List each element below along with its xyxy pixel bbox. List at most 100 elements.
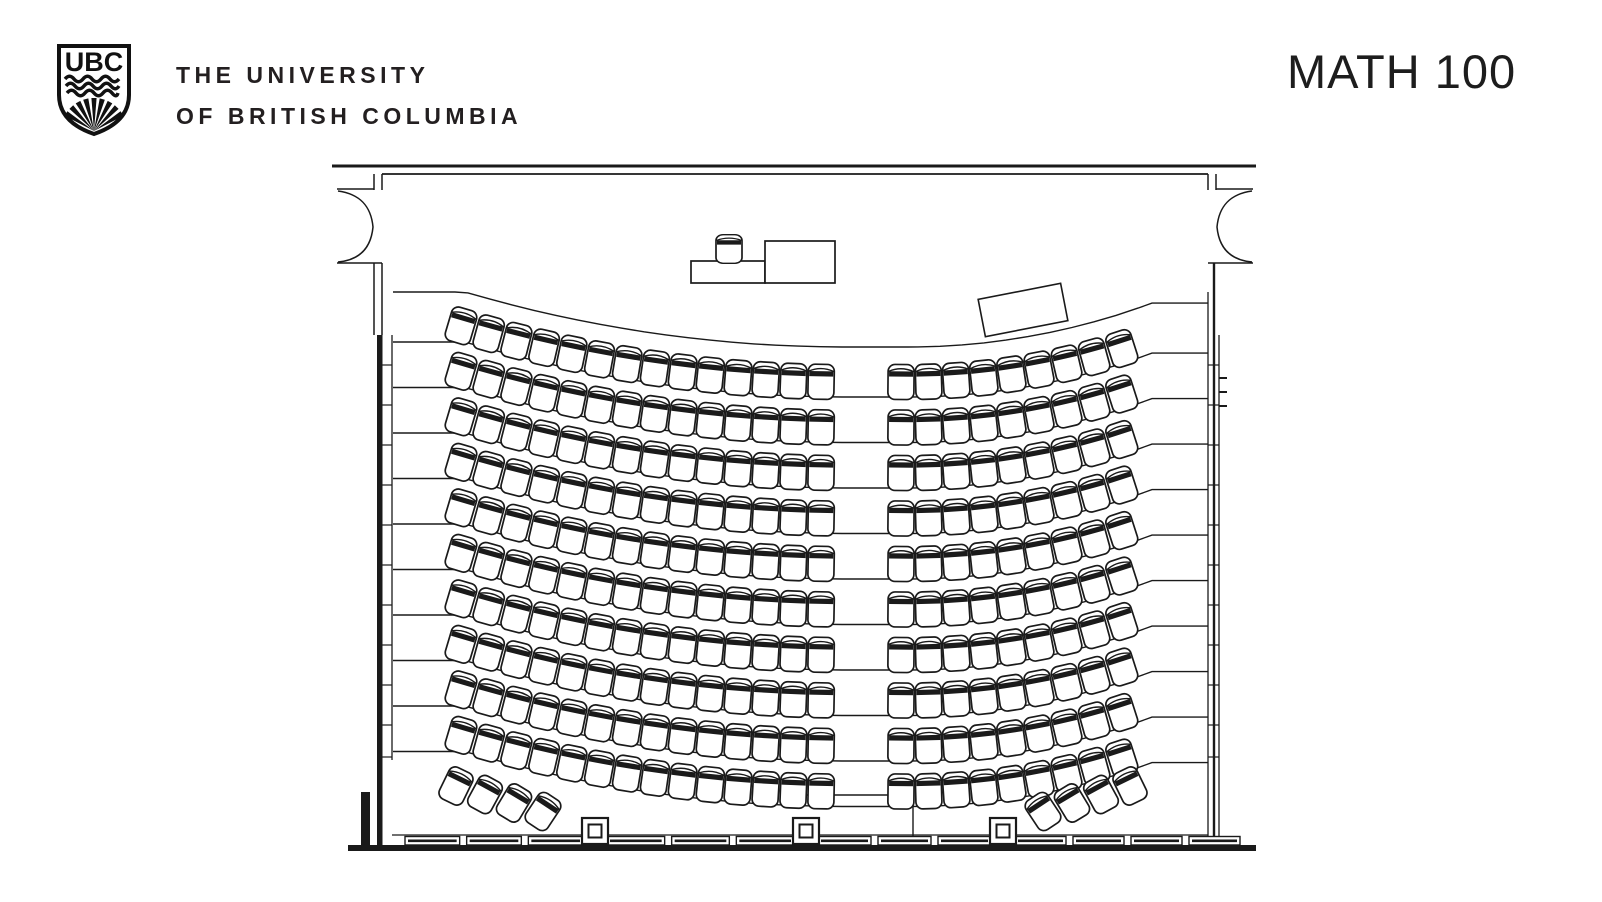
seat <box>1023 714 1055 753</box>
seat <box>996 583 1027 621</box>
seat <box>612 436 643 475</box>
seat <box>584 385 616 424</box>
seat <box>915 455 942 491</box>
seat <box>942 726 970 763</box>
seat <box>808 410 835 445</box>
seat <box>808 592 835 627</box>
seat <box>915 773 942 809</box>
seat <box>888 501 914 536</box>
seat <box>969 405 999 443</box>
seat <box>640 349 671 387</box>
seat <box>556 744 589 784</box>
seat <box>996 537 1027 575</box>
seat <box>888 774 914 809</box>
seat <box>584 476 616 515</box>
seat <box>724 405 753 442</box>
seat <box>724 632 753 669</box>
seat <box>612 618 643 657</box>
column-inner <box>995 823 1011 839</box>
left-seating-bank <box>437 305 835 833</box>
seat <box>1023 577 1055 616</box>
seat <box>584 613 616 652</box>
seat <box>780 727 807 763</box>
chalkboard-wall <box>404 835 1241 846</box>
course-title: MATH 100 <box>1287 45 1517 98</box>
seat <box>942 771 970 808</box>
seat <box>612 709 643 748</box>
instructor-desk <box>690 260 766 284</box>
seat <box>996 628 1027 666</box>
seat <box>584 567 616 606</box>
seat <box>724 769 753 806</box>
seat <box>696 356 725 393</box>
seat <box>752 543 780 579</box>
seat <box>942 635 970 672</box>
instructor-station <box>690 235 836 284</box>
seat <box>584 658 616 697</box>
seat <box>556 425 589 465</box>
seat <box>612 345 643 384</box>
seat <box>640 577 671 615</box>
seat <box>915 637 942 673</box>
seat <box>1023 395 1055 434</box>
seat <box>808 683 835 718</box>
seat <box>584 749 616 788</box>
seat <box>612 663 643 702</box>
seat <box>969 587 999 625</box>
seat <box>752 725 780 761</box>
seat <box>612 481 643 520</box>
ubc-sun-rays-icon <box>64 98 124 131</box>
seat <box>696 447 725 484</box>
seat <box>752 771 780 807</box>
seat <box>612 572 643 611</box>
seat <box>780 682 807 718</box>
seat <box>808 774 835 809</box>
seat <box>1023 486 1055 525</box>
seat <box>668 626 698 664</box>
seat <box>969 632 999 670</box>
structural-columns <box>580 816 1018 846</box>
seat <box>696 675 725 712</box>
seat <box>724 496 753 533</box>
seat <box>668 490 698 528</box>
seat <box>752 361 780 397</box>
seat <box>996 765 1027 803</box>
seat <box>640 668 671 706</box>
seat <box>752 498 780 534</box>
seat <box>556 334 589 374</box>
seat <box>696 493 725 530</box>
seat <box>556 607 589 647</box>
column-inner <box>587 823 603 839</box>
seat <box>724 359 753 396</box>
seat <box>969 769 999 807</box>
seat <box>969 723 999 761</box>
seat <box>696 402 725 439</box>
seat <box>556 562 589 602</box>
seat <box>780 636 807 672</box>
seat <box>780 773 807 809</box>
seat <box>780 545 807 581</box>
seat <box>915 591 942 627</box>
seat <box>1023 623 1055 662</box>
seat <box>612 754 643 793</box>
university-wordmark: THE UNIVERSITY OF BRITISH COLUMBIA <box>176 55 522 137</box>
seat <box>888 728 914 763</box>
seat <box>780 363 807 399</box>
seat <box>969 450 999 488</box>
seat <box>640 440 671 478</box>
seat <box>888 455 914 490</box>
door-swing-left-icon <box>337 190 374 263</box>
column-inner <box>798 823 814 839</box>
seat <box>612 390 643 429</box>
walls <box>332 164 1256 851</box>
instructor-chair <box>716 235 742 264</box>
seat <box>668 581 698 619</box>
seat <box>996 355 1027 393</box>
seat <box>888 683 914 718</box>
seat <box>696 720 725 757</box>
seat <box>888 410 914 445</box>
seat <box>996 401 1027 439</box>
seat <box>996 719 1027 757</box>
ubc-logo: UBC <box>57 44 131 137</box>
seat <box>780 591 807 627</box>
